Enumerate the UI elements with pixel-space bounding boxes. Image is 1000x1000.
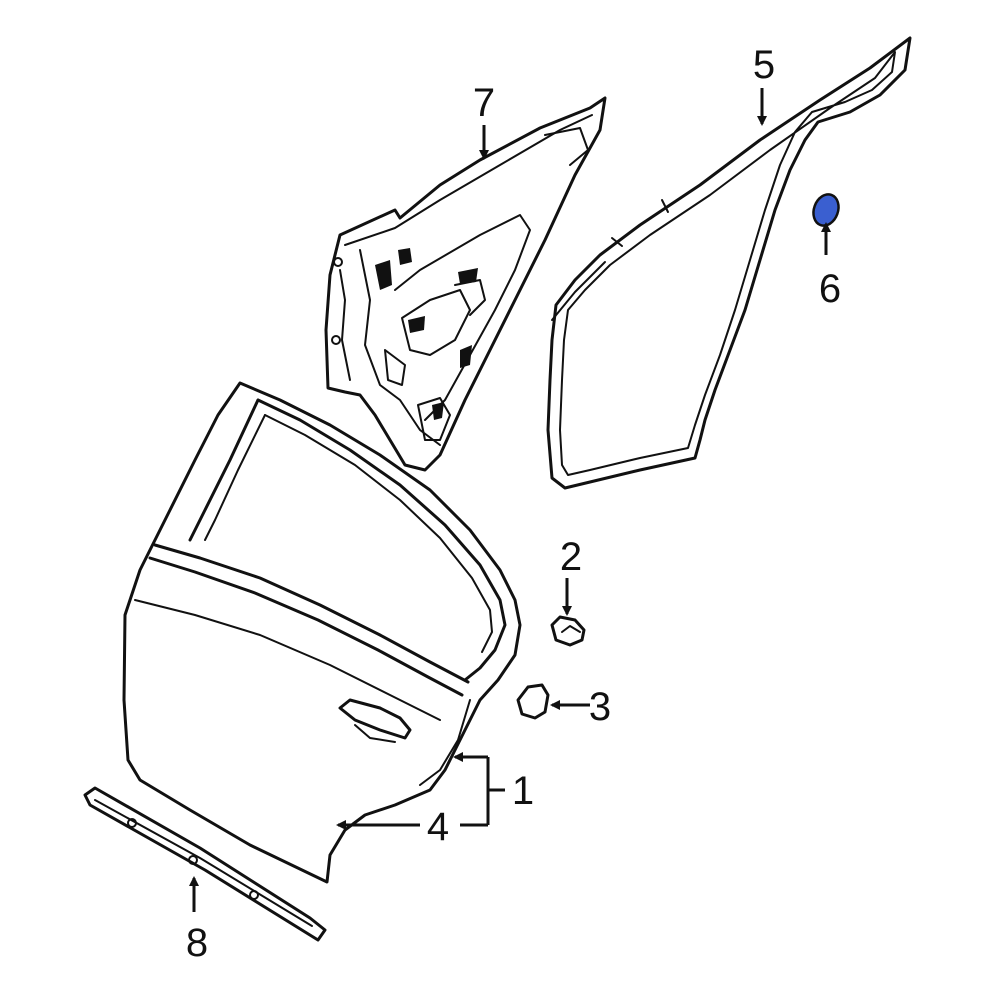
part-5-weatherstrip[interactable] bbox=[546, 36, 912, 490]
part-3-clip[interactable] bbox=[516, 683, 550, 720]
leader-lines bbox=[189, 88, 831, 912]
bracket-1 bbox=[486, 757, 505, 825]
callout-7: 7 bbox=[473, 81, 495, 125]
callout-4: 4 bbox=[427, 805, 449, 849]
callout-1: 1 bbox=[512, 769, 534, 813]
part-7-door-panel[interactable] bbox=[324, 96, 607, 472]
callout-2: 2 bbox=[560, 535, 582, 579]
callout-labels: 7 5 6 2 3 1 4 8 bbox=[186, 43, 841, 965]
callout-8: 8 bbox=[186, 921, 208, 965]
callout-5: 5 bbox=[753, 43, 775, 87]
part-2-bump-stop[interactable] bbox=[550, 615, 586, 647]
part-6-plug[interactable] bbox=[809, 191, 842, 229]
callout-3: 3 bbox=[589, 685, 611, 729]
part-8-sill-molding[interactable] bbox=[83, 786, 327, 942]
callout-6: 6 bbox=[819, 267, 841, 311]
part-1-door-shell[interactable] bbox=[122, 381, 522, 884]
